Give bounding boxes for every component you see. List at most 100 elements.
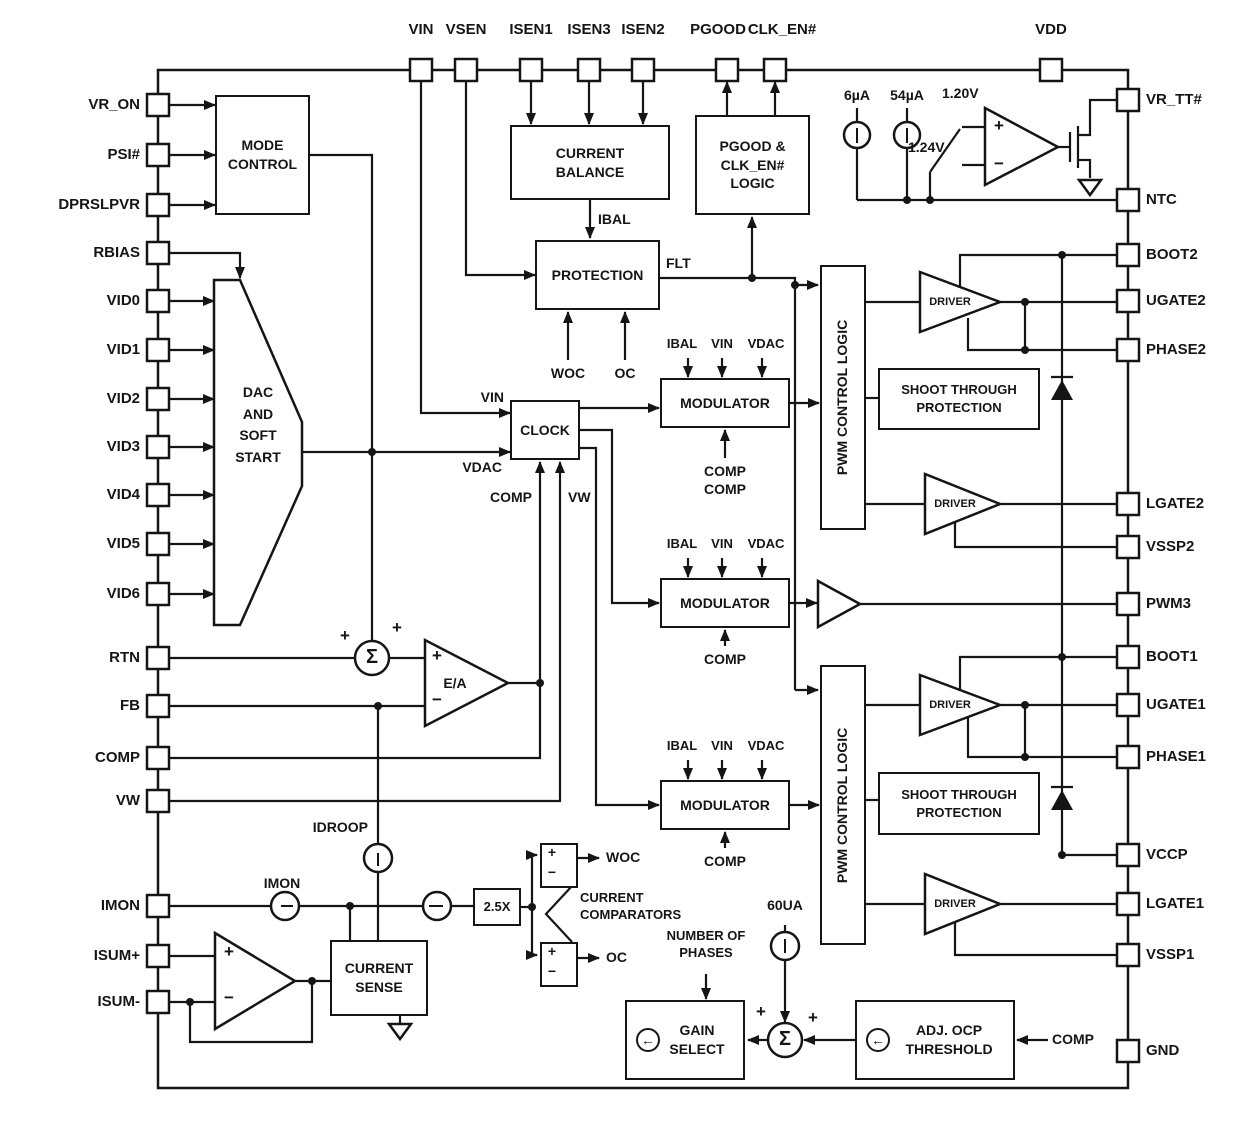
current-sense-block: CURRENT SENSE <box>330 940 428 1016</box>
pin-label-ugate1: UGATE1 <box>1146 696 1206 713</box>
error-amp-label: E/A <box>443 675 467 691</box>
oc-comp-plus: + <box>547 943 557 959</box>
clock-comp-label: COMP <box>490 489 532 505</box>
idroop-label: IDROOP <box>312 819 368 835</box>
pin-label-imon: IMON <box>100 897 140 914</box>
number-of-phases-label: NUMBER OF PHASES <box>666 928 746 960</box>
pin-label-isen3: ISEN3 <box>567 21 611 38</box>
adj-ocp-current-icon: ← <box>866 1028 890 1052</box>
sigma-junction-ocp <box>766 1021 804 1059</box>
sigma1-plus-left: + <box>340 626 350 645</box>
pin-label-fb: FB <box>120 697 140 714</box>
mod3-vin-label: VIN <box>711 738 733 753</box>
ibal-label: IBAL <box>598 211 631 227</box>
pin-label-dprslpvr: DPRSLPVR <box>58 196 140 213</box>
mode-control-block: MODE CONTROL <box>215 95 310 215</box>
mod3-vdac-label: VDAC <box>747 738 785 753</box>
junction-dots <box>186 196 1066 1006</box>
gain-select-current-icon: ← <box>636 1028 660 1052</box>
pin-label-vr-on: VR_ON <box>88 96 140 113</box>
pin-label-vid0: VID0 <box>106 292 140 309</box>
pin-label-phase1: PHASE1 <box>1146 748 1207 765</box>
driver-ugate2-triangle <box>918 270 1004 334</box>
woc-comparator-box <box>540 843 578 888</box>
pin-label-pgood: PGOOD <box>690 21 746 38</box>
wire-layer <box>169 98 1117 1044</box>
pin-label-clken: CLK_EN# <box>747 21 817 38</box>
mod2-vin-label: VIN <box>711 536 733 551</box>
current-balance-block: CURRENT BALANCE <box>510 125 670 200</box>
pin-label-vssp2: VSSP2 <box>1146 538 1195 555</box>
component-shapes <box>212 105 1104 1059</box>
pin-label-isen2: ISEN2 <box>621 21 665 38</box>
error-amp-triangle <box>423 637 511 729</box>
pin-label-vid2: VID2 <box>106 390 140 407</box>
pin-label-isen1: ISEN1 <box>509 21 553 38</box>
arrow-wire-layer <box>169 81 1048 1045</box>
mod2-ibal-label: IBAL <box>666 536 698 551</box>
sigma1-plus-top: + <box>392 618 402 637</box>
pin-label-lgate1: LGATE1 <box>1146 895 1205 912</box>
ref-120v-label: 1.20V <box>942 85 979 101</box>
pin-label-ugate2: UGATE2 <box>1146 292 1206 309</box>
pin-label-vid5: VID5 <box>106 535 140 552</box>
woc-output-label: WOC <box>606 849 641 865</box>
woc-comp-minus: − <box>547 864 557 880</box>
pin-label-isum-plus: ISUM+ <box>93 947 140 964</box>
60ua-label: 60UA <box>767 897 803 913</box>
pin-label-boot2: BOOT2 <box>1146 246 1198 263</box>
pin-label-phase2: PHASE2 <box>1146 341 1207 358</box>
mod1-comp-label: COMP COMP <box>704 463 746 498</box>
driver-ugate2-label: DRIVER <box>929 296 971 308</box>
pin-label-gnd: GND <box>1146 1042 1180 1059</box>
pin-label-vid4: VID4 <box>106 486 140 503</box>
pwm-control-logic-bottom-label: PWM CONTROL LOGIC <box>834 727 851 883</box>
oc-comp-minus: − <box>547 963 557 979</box>
pin-label-vin: VIN <box>408 21 434 38</box>
flt-label: FLT <box>666 255 691 271</box>
mod2-vdac-label: VDAC <box>747 536 785 551</box>
gain-2p5x-block: 2.5X <box>473 888 521 926</box>
modulator1-block: MODULATOR <box>660 378 790 428</box>
left-arrow-icon: ← <box>871 1032 885 1048</box>
thermal-comp-minus: − <box>994 154 1004 173</box>
isum-plus: + <box>224 942 234 961</box>
pin-label-lgate2: LGATE2 <box>1146 495 1205 512</box>
driver-ugate1-triangle <box>918 673 1004 737</box>
left-arrow-icon: ← <box>641 1032 655 1048</box>
ea-plus: + <box>432 646 442 665</box>
mod2-comp-label: COMP <box>704 651 746 667</box>
driver-lgate1-label: DRIVER <box>934 898 976 910</box>
driver-lgate1-triangle <box>923 872 1004 936</box>
dac-shape <box>212 278 304 627</box>
adj-ocp-comp-label: COMP <box>1052 1031 1094 1047</box>
pin-label-vw: VW <box>115 792 140 809</box>
ea-minus: − <box>432 690 442 709</box>
isum-minus: − <box>224 988 234 1007</box>
thermal-comparator-triangle <box>983 105 1061 188</box>
pin-label-vid3: VID3 <box>106 438 140 455</box>
pin-label-pwm3: PWM3 <box>1146 595 1191 612</box>
imon-label: IMON <box>263 875 301 891</box>
sigma-glyph-ocp: Σ <box>778 1028 791 1050</box>
bootstrap-diode-1 <box>1051 790 1073 810</box>
woc-comp-plus: + <box>547 844 557 860</box>
sigma2-plus-right: + <box>808 1008 818 1027</box>
pwm-control-logic-bottom-block: PWM CONTROL LOGIC <box>820 665 866 945</box>
pin-label-vccp: VCCP <box>1146 846 1188 863</box>
clock-vdac-label: VDAC <box>462 459 502 475</box>
pin-label-rbias: RBIAS <box>93 244 140 261</box>
driver-lgate2-triangle <box>923 472 1004 536</box>
54ua-label: 54µA <box>890 87 924 103</box>
shoot-through-bottom-block: SHOOT THROUGH PROTECTION <box>878 772 1040 835</box>
protection-oc-label: OC <box>614 365 636 381</box>
ground-symbol-mosfet <box>1076 178 1104 198</box>
pin-label-ntc: NTC <box>1146 191 1177 208</box>
sigma-glyph-vdac: Σ <box>365 646 378 668</box>
pwm3-buffer-triangle <box>816 578 863 630</box>
mod1-ibal-label: IBAL <box>666 336 698 351</box>
clock-vw-label: VW <box>568 489 591 505</box>
mod1-vdac-label: VDAC <box>747 336 785 351</box>
pin-label-psi: PSI# <box>107 146 140 163</box>
